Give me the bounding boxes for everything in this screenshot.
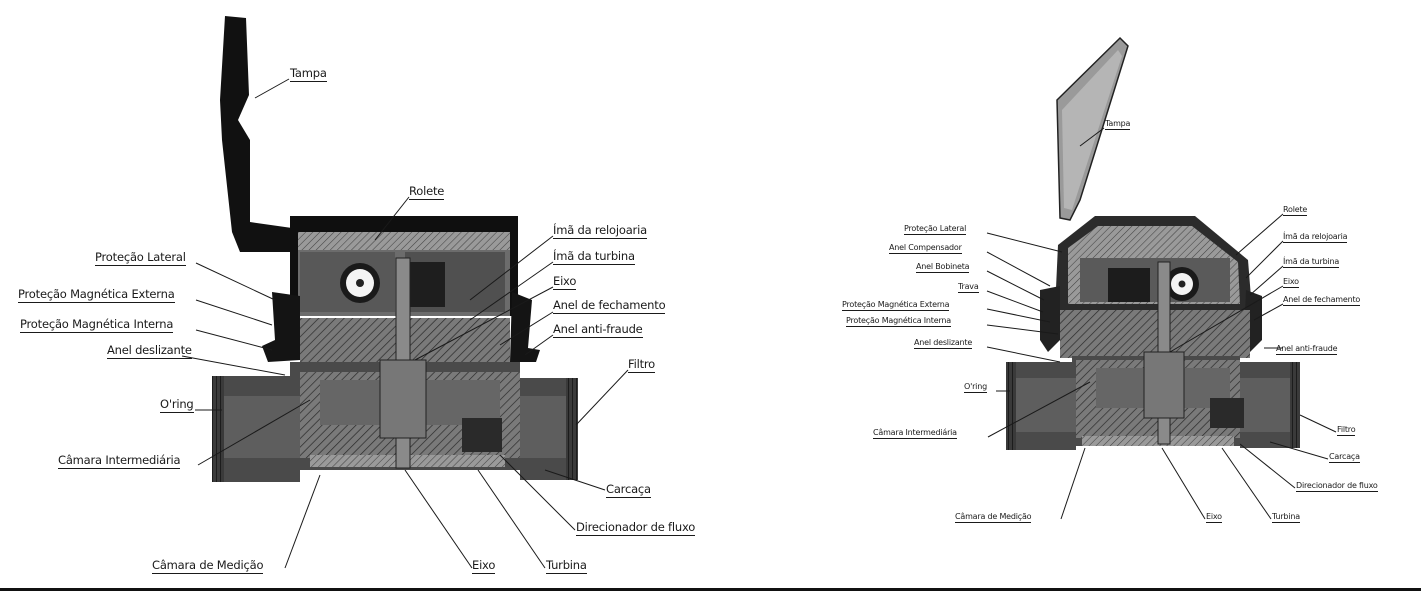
right-label-camara-intermediaria: Câmara Intermediária <box>873 428 957 439</box>
right-label-carcaca: Carcaça <box>1329 452 1360 463</box>
right-label-eixo-bottom: Eixo <box>1206 512 1222 523</box>
left-meter-drawing <box>212 16 578 482</box>
left-label-carcaca: Carcaça <box>606 482 651 498</box>
left-label-camara-medicao: Câmara de Medição <box>152 558 264 574</box>
right-label-oring: O'ring <box>964 382 987 393</box>
left-label-anel-antifraude: Anel anti-fraude <box>553 322 643 338</box>
right-label-protecao-mag-interna: Proteção Magnética Interna <box>846 316 951 327</box>
left-label-camara-intermediaria: Câmara Intermediária <box>58 453 181 469</box>
left-label-eixo-top: Eixo <box>553 274 577 290</box>
right-label-filtro: Filtro <box>1337 425 1356 436</box>
left-label-tampa: Tampa <box>290 66 327 82</box>
right-label-protecao-mag-externa: Proteção Magnética Externa <box>842 300 950 311</box>
right-label-anel-fechamento: Anel de fechamento <box>1283 295 1361 306</box>
right-meter-drawing <box>1006 36 1300 450</box>
left-label-ima-relojoaria: Ímã da relojoaria <box>553 223 647 239</box>
right-label-protecao-lateral: Proteção Lateral <box>904 224 967 235</box>
left-label-ima-turbina: Ímã da turbina <box>553 249 635 265</box>
right-label-direcionador: Direcionador de fluxo <box>1296 481 1378 492</box>
bottom-border <box>0 588 1421 591</box>
right-label-camara-medicao: Câmara de Medição <box>955 512 1032 523</box>
left-label-filtro: Filtro <box>628 357 655 373</box>
right-label-turbina: Turbina <box>1272 512 1300 523</box>
left-label-direcionador: Direcionador de fluxo <box>576 520 696 536</box>
right-label-ima-relojoaria: Ímã da relojoaria <box>1283 232 1348 243</box>
left-label-eixo-bottom: Eixo <box>472 558 496 574</box>
right-label-tampa: Tampa <box>1105 119 1131 130</box>
left-label-protecao-mag-interna: Proteção Magnética Interna <box>20 317 174 333</box>
right-label-eixo-top: Eixo <box>1283 277 1299 288</box>
right-label-ima-turbina: Ímã da turbina <box>1283 257 1340 268</box>
right-label-anel-bobineta: Anel Bobineta <box>916 262 970 273</box>
left-label-protecao-mag-externa: Proteção Magnética Externa <box>18 287 175 303</box>
right-label-trava: Trava <box>958 282 979 293</box>
left-label-turbina: Turbina <box>546 558 587 574</box>
left-leader-lines <box>181 78 629 569</box>
right-label-anel-antifraude: Anel anti-fraude <box>1276 344 1338 355</box>
right-leader-lines <box>986 127 1337 520</box>
left-tampa-shape <box>220 16 292 252</box>
left-label-rolete: Rolete <box>409 184 445 200</box>
right-label-anel-compensador: Anel Compensador <box>889 243 962 254</box>
left-label-protecao-lateral: Proteção Lateral <box>95 250 186 266</box>
right-label-rolete: Rolete <box>1283 205 1308 216</box>
left-label-anel-fechamento: Anel de fechamento <box>553 298 666 314</box>
left-label-anel-deslizante: Anel deslizante <box>107 343 192 359</box>
left-label-oring: O'ring <box>160 397 194 413</box>
right-label-anel-deslizante: Anel deslizante <box>914 338 973 349</box>
